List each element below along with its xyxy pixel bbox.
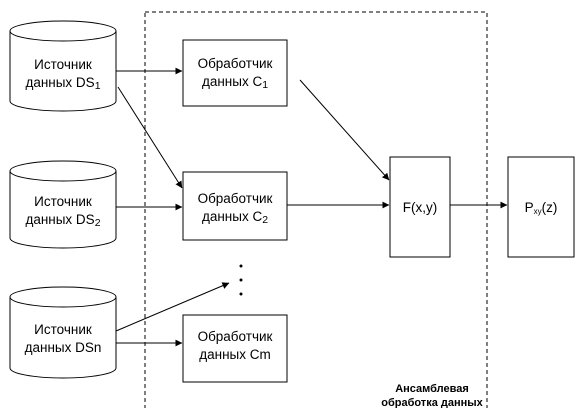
arrow-c1-to-combiner <box>299 79 390 181</box>
source-ds2-line1: Источник <box>34 194 92 209</box>
handler-c1-line2: данных C1 <box>202 74 268 91</box>
handler-c2-line2: данных C2 <box>202 209 268 226</box>
handler-c1-box: Обработчик данных C1 <box>182 39 288 107</box>
source-ds2-cylinder: Источник данных DS2 <box>9 160 117 249</box>
combiner-box: F(x,y) <box>389 156 451 258</box>
handler-cm-box: Обработчик данных Cm <box>182 314 288 383</box>
handler-cm-line2: данных Cm <box>199 347 271 362</box>
ellipsis-dots <box>239 264 243 296</box>
source-ds1-line1: Источник <box>34 57 92 72</box>
source-ds2-line2: данных DS2 <box>25 212 100 229</box>
source-dsn-line1: Источник <box>34 322 92 337</box>
ensemble-label-line1: Ансамблевая <box>395 383 469 395</box>
handler-c2-line1: Обработчик <box>198 191 273 206</box>
ensemble-boundary <box>144 11 488 408</box>
source-dsn-cylinder: Источник данных DSn <box>9 286 117 379</box>
output-label: Pxy(z) <box>525 200 558 216</box>
output-box: Pxy(z) <box>507 156 575 258</box>
source-dsn-line2: данных DSn <box>25 340 102 355</box>
handler-c2-box: Обработчик данных C2 <box>182 171 288 241</box>
combiner-label: F(x,y) <box>403 200 438 215</box>
ensemble-label-line2: обработка данных <box>381 397 483 408</box>
source-ds1-line2: данных DS1 <box>25 75 100 92</box>
arrow-dsn-to-ellipsis <box>115 282 230 332</box>
handler-c1-line1: Обработчик <box>198 56 273 71</box>
source-ds1-cylinder: Источник данных DS1 <box>9 20 117 112</box>
handler-cm-line1: Обработчик <box>198 329 273 344</box>
arrow-ds1-to-c2 <box>117 86 183 189</box>
